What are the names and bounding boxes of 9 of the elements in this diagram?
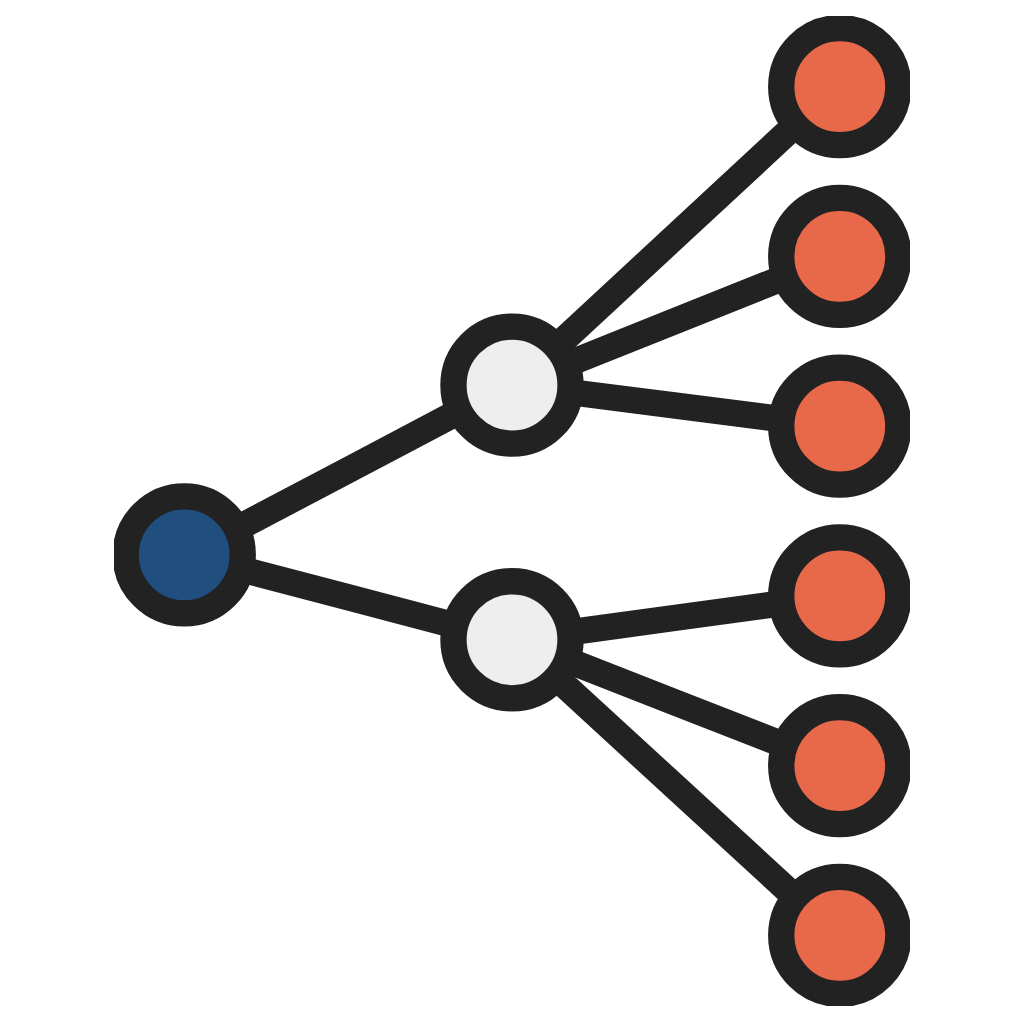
node-circle (768, 354, 910, 498)
node-circle (768, 16, 910, 159)
node-circle (440, 568, 584, 712)
node-circle (768, 184, 910, 329)
node-circle (768, 524, 910, 668)
node-circle (768, 863, 910, 1006)
node-circle (768, 693, 910, 838)
node-circle (114, 483, 256, 627)
node-circle (440, 313, 584, 457)
